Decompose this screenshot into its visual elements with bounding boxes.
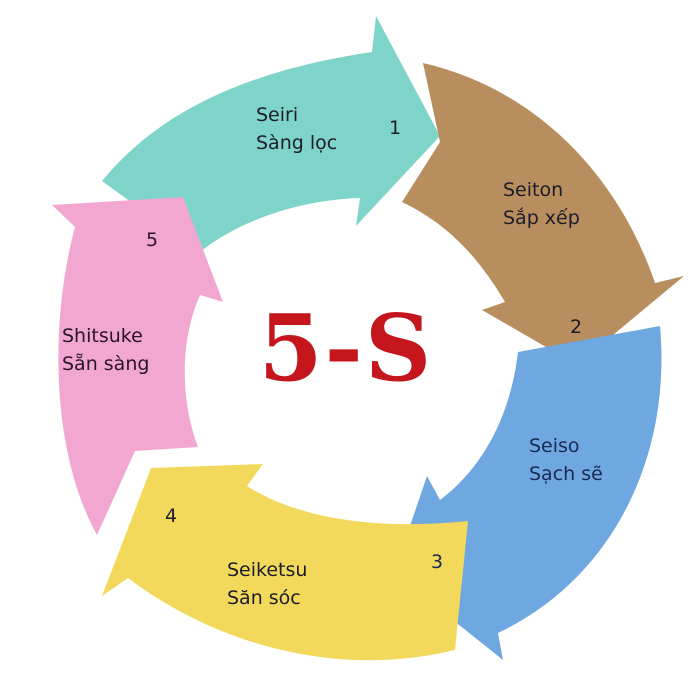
step-5-term: Shitsuke <box>62 325 143 347</box>
step-2-term: Seiton <box>503 179 564 201</box>
arrow-1-seiri <box>102 16 440 252</box>
step-5-number: 5 <box>146 229 159 251</box>
step-4-term: Seiketsu <box>227 559 308 581</box>
step-2-number: 2 <box>570 316 583 338</box>
step-4-translation: Săn sóc <box>227 587 301 609</box>
step-3-term: Seiso <box>529 435 580 457</box>
step-4-label: Seiketsu Săn sóc <box>227 556 307 612</box>
arrow-5-shitsuke <box>52 197 223 535</box>
arrow-4-seiketsu <box>102 464 468 661</box>
step-1-number: 1 <box>389 117 402 139</box>
step-4-number: 4 <box>165 505 178 527</box>
step-5-label: Shitsuke Sẵn sàng <box>62 322 149 378</box>
step-1-translation: Sàng lọc <box>256 132 338 154</box>
step-3-translation: Sạch sẽ <box>529 463 603 485</box>
arrow-2-seiton <box>402 63 684 365</box>
step-3-label: Seiso Sạch sẽ <box>529 432 603 488</box>
step-3-number: 3 <box>431 551 444 573</box>
step-5-translation: Sẵn sàng <box>62 353 150 375</box>
step-2-label: Seiton Sắp xếp <box>503 176 580 232</box>
center-title: 5-S <box>258 294 434 402</box>
step-1-term: Seiri <box>256 104 299 126</box>
step-2-translation: Sắp xếp <box>503 207 580 229</box>
step-1-label: Seiri Sàng lọc <box>256 101 337 157</box>
